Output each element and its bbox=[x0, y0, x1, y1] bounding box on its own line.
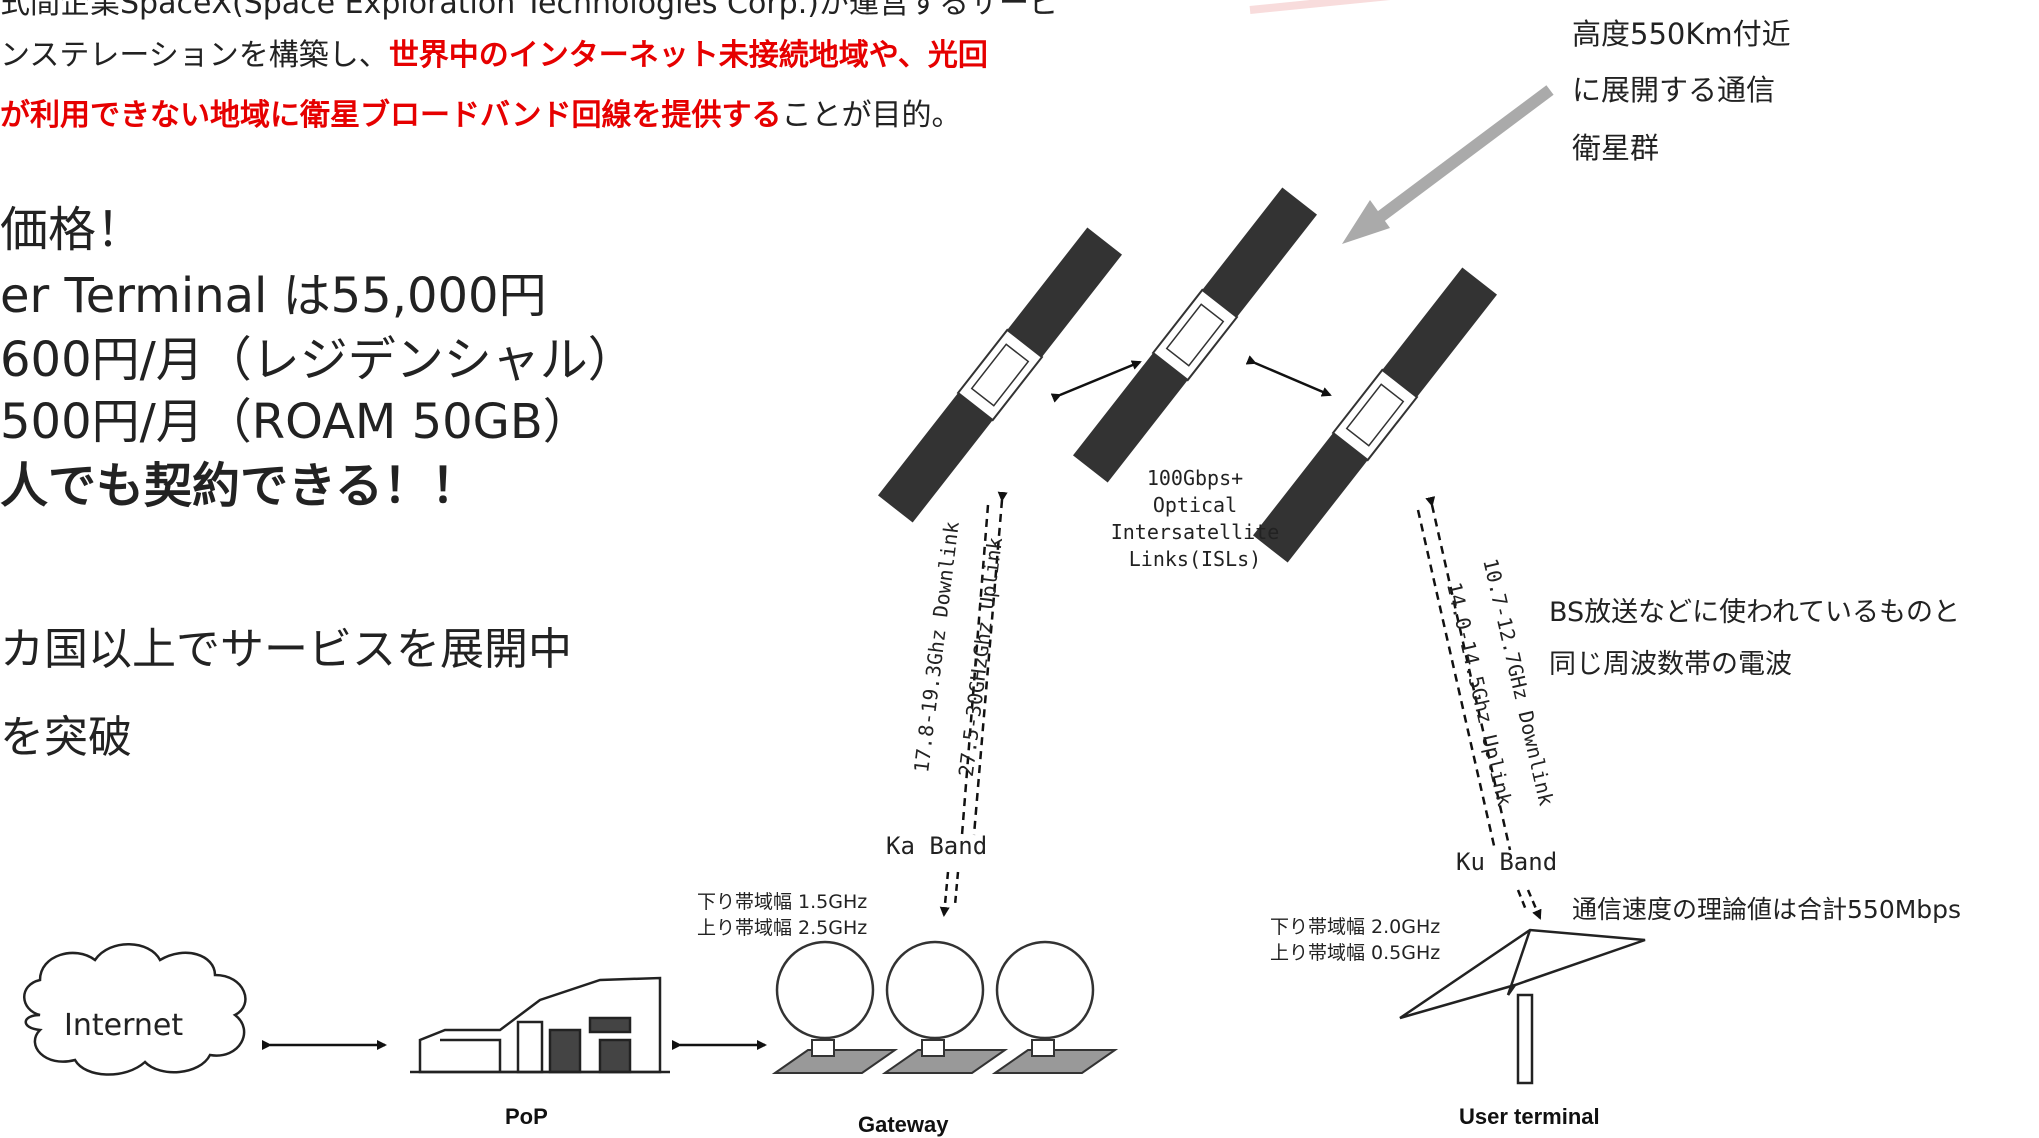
user-terminal-icon bbox=[1399, 928, 1646, 1085]
intro-line-2: ンステレーションを構築し、世界中のインターネット未接続地域や、光回 bbox=[0, 34, 988, 78]
intro-line-2-emphasis: 世界中のインターネット未接続地域や、光回 bbox=[388, 38, 988, 73]
satellite-3 bbox=[1253, 267, 1497, 563]
pricing-individual: 人でも契約できる！！ bbox=[0, 458, 480, 514]
isl-label-line-3: Intersatellite bbox=[1110, 520, 1280, 544]
ku-band-links bbox=[1416, 496, 1542, 920]
satellite-2 bbox=[1073, 187, 1317, 483]
ku-bandwidth-down: 下り帯域幅 2.0GHz bbox=[1270, 916, 1441, 938]
pop-label: PoP bbox=[505, 1104, 548, 1129]
ka-bandwidth-down: 下り帯域幅 1.5GHz bbox=[697, 891, 868, 913]
gateway-antenna-1 bbox=[771, 940, 899, 1074]
internet-cloud bbox=[23, 943, 247, 1076]
gateway-label: Gateway bbox=[858, 1112, 949, 1137]
pricing-residential: 600円/月（レジデンシャル） bbox=[0, 332, 636, 388]
pop-building-icon bbox=[410, 976, 670, 1074]
orbit-pointer-arrow bbox=[1342, 85, 1554, 244]
orbit-note-line-1: 高度550Km付近 bbox=[1572, 17, 1791, 51]
isl-label-line-1: 100Gbps+ bbox=[1146, 466, 1244, 490]
fact-countries: カ国以上でサービスを展開中 bbox=[0, 624, 572, 675]
intro-line-3-normal: ことが目的。 bbox=[781, 98, 962, 133]
internet-label: Internet bbox=[64, 1008, 184, 1043]
pricing-heading: 価格！ bbox=[0, 202, 145, 258]
orbit-note-line-3: 衛星群 bbox=[1572, 131, 1660, 165]
satellite-1 bbox=[878, 227, 1122, 523]
ka-band-label: Ka Band bbox=[886, 832, 988, 860]
intro-line-2-normal: ンステレーションを構築し、 bbox=[0, 38, 389, 73]
intro-line-3: が利用できない地域に衛星ブロードバンド回線を提供することが目的。 bbox=[0, 94, 962, 138]
fact-milestone: を突破 bbox=[0, 712, 132, 763]
isl-label-line-2: Optical bbox=[1152, 493, 1238, 517]
bs-note: BS放送などに使われているものと 同じ周波数帯の電波 bbox=[1549, 587, 1960, 691]
gateway-antenna-2 bbox=[881, 940, 1009, 1074]
intro-line-1: 式間企業SpaceX(Space Exploration Technologie… bbox=[0, 0, 1059, 21]
isl-label-line-4: Links(ISLs) bbox=[1128, 547, 1262, 571]
ku-band-label: Ku Band bbox=[1456, 848, 1558, 876]
ka-band-links bbox=[939, 491, 1008, 917]
intro-line-3-emphasis: が利用できない地域に衛星ブロードバンド回線を提供する bbox=[0, 98, 782, 133]
orbit-note-line-2: に展開する通信 bbox=[1572, 73, 1776, 107]
bs-note-line-2: 同じ周波数帯の電波 bbox=[1549, 649, 1792, 680]
gateway-antenna-3 bbox=[991, 940, 1119, 1074]
isl-link-arrows bbox=[1050, 355, 1332, 403]
ka-bandwidth: 下り帯域幅 1.5GHz 上り帯域幅 2.5GHz bbox=[697, 889, 867, 941]
bs-note-line-1: BS放送などに使われているものと bbox=[1549, 597, 1961, 628]
ka-bandwidth-up: 上り帯域幅 2.5GHz bbox=[697, 917, 868, 939]
ku-bandwidth: 下り帯域幅 2.0GHz 上り帯域幅 0.5GHz bbox=[1270, 914, 1440, 966]
pricing-terminal: er Terminal は55,000円 bbox=[0, 268, 547, 324]
pricing-roam: 500円/月（ROAM 50GB） bbox=[0, 394, 591, 450]
speed-note: 通信速度の理論値は合計550Mbps bbox=[1572, 895, 1962, 924]
isl-label: 100Gbps+ Optical Intersatellite Links(IS… bbox=[1100, 465, 1290, 573]
ku-bandwidth-up: 上り帯域幅 0.5GHz bbox=[1270, 942, 1441, 964]
user-terminal-label: User terminal bbox=[1459, 1104, 1600, 1129]
